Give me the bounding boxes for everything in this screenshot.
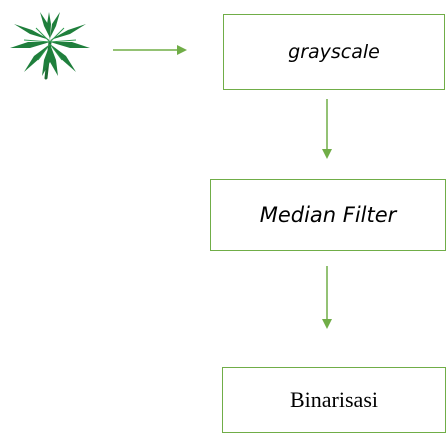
- binarisasi-label: Binarisasi: [290, 387, 378, 412]
- grayscale-box: grayscale: [223, 14, 445, 90]
- leaf-icon: [10, 12, 90, 80]
- binarisasi-box: Binarisasi: [222, 367, 446, 433]
- grayscale-label: grayscale: [288, 41, 380, 63]
- median-filter-label: Median Filter: [259, 203, 397, 227]
- median-filter-box: Median Filter: [210, 179, 446, 251]
